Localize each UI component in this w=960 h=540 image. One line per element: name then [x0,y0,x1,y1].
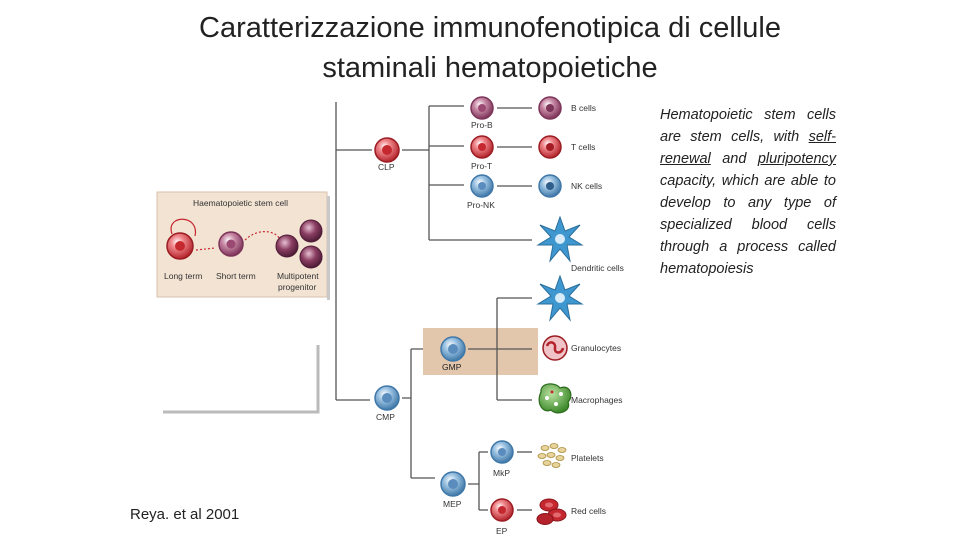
mkp-label: MkP [493,468,510,478]
page-title: Caratterizzazione immunofenotipica di ce… [150,8,830,88]
long-term-hsc-cell [166,232,194,260]
description-part-1: Hematopoietic stem cells are stem cells,… [660,107,836,145]
macrophage-cell [538,383,572,414]
red-cells-cluster [536,498,567,525]
clp-branch-lines [402,105,532,241]
cmp-label: CMP [376,412,395,422]
title-line-1: Caratterizzazione immunofenotipica di ce… [199,12,781,44]
multipotent-progenitor-cells [275,219,323,269]
main-trunk-line [335,102,372,401]
differentiation-arrow-2 [244,231,281,241]
macrophages-label: Macrophages [571,395,623,405]
pro-t-cell [470,135,494,159]
short-term-label: Short term [216,271,256,281]
ep-label: EP [496,526,508,536]
mkp-cell [490,440,514,464]
b-cell [538,96,562,120]
description-text: Hematopoietic stem cells are stem cells,… [660,104,836,280]
gmp-box [423,328,538,375]
clp-label: CLP [378,162,395,172]
nk-cell [538,174,562,198]
platelets-cluster [537,443,567,468]
pro-t-label: Pro-T [471,161,492,171]
pro-b-cell [470,96,494,120]
pro-nk-label: Pro-NK [467,200,495,210]
dendritic-cells-label: Dendritic cells [571,263,624,273]
mep-cell [440,471,466,497]
t-cells-label: T cells [571,142,595,152]
pro-arrows [497,107,532,187]
clp-cell [374,137,400,163]
mep-branch-lines [468,451,488,511]
platelets-label: Platelets [571,453,604,463]
short-term-hsc-cell [218,231,244,257]
multipotent-label-2: progenitor [278,282,316,292]
self-renewal-arrow [170,218,196,237]
long-term-label: Long term [164,271,202,281]
mep-label: MEP [443,499,462,509]
granulocytes-label: Granulocytes [571,343,621,353]
cmp-cell [374,385,400,411]
pro-b-label: Pro-B [471,120,493,130]
cmp-branch-lines [402,348,435,479]
hsc-box-title: Haematopoietic stem cell [193,198,288,208]
multipotent-label-1: Multipotent [277,271,319,281]
left-bracket-line [163,345,320,414]
pluripotency-term: pluripotency [757,151,837,167]
dendritic-cell-2 [536,274,584,322]
ep-cell [490,498,514,522]
b-cells-label: B cells [571,103,596,113]
nk-cells-label: NK cells [571,181,602,191]
citation: Reya. et al 2001 [130,506,240,523]
gmp-branch-lines [468,297,532,401]
description-part-2: and [722,151,747,167]
differentiation-arrow-1 [195,247,216,251]
gmp-label: GMP [442,362,462,372]
self-renewal-term: self-renewal [660,129,837,167]
description-part-3: capacity, which are able to develop to a… [660,173,836,277]
granulocyte-cell [542,335,568,361]
pro-nk-cell [470,174,494,198]
t-cell [538,135,562,159]
hsc-box-shadow [327,196,330,300]
dendritic-cell-1 [536,215,584,263]
red-cells-label: Red cells [571,506,606,516]
gmp-cell [440,336,466,362]
title-line-2: staminali hematopoietiche [322,52,658,84]
